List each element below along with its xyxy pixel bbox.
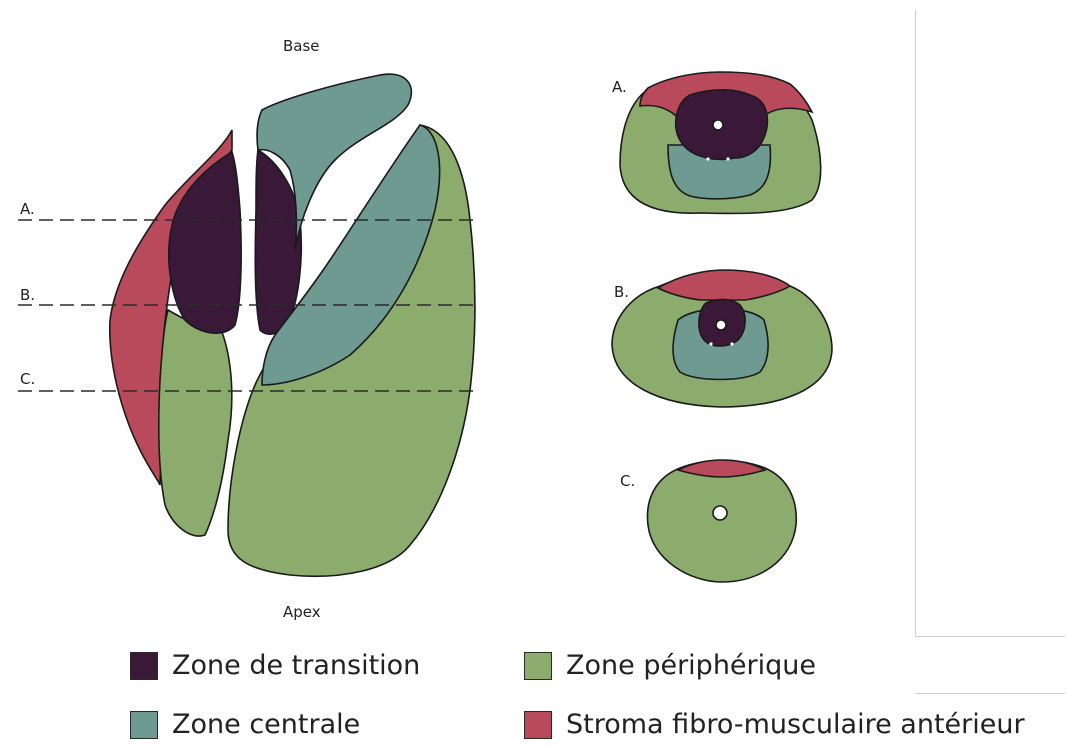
section-b-label: B.	[614, 283, 629, 301]
legend-swatch-centrale	[130, 711, 158, 739]
legend-item-stroma: Stroma fibro-musculaire antérieur	[524, 709, 1025, 740]
cross-section-b	[612, 270, 832, 407]
section-a-duct-right	[726, 157, 729, 160]
section-a-label: A.	[612, 78, 627, 96]
legend-item-centrale: Zone centrale	[130, 709, 360, 740]
section-a-duct-left	[706, 157, 709, 160]
apex-label: Apex	[283, 603, 321, 621]
line-a-label: A.	[20, 200, 35, 218]
legend-label-stroma: Stroma fibro-musculaire antérieur	[566, 709, 1025, 740]
cross-section-c	[647, 460, 796, 582]
base-label: Base	[283, 37, 320, 55]
legend-label-centrale: Zone centrale	[172, 709, 360, 740]
legend-label-transition: Zone de transition	[172, 650, 420, 681]
section-b-urethra	[716, 320, 726, 330]
transition-zone-left	[169, 152, 241, 333]
section-c-peripheral	[647, 461, 796, 583]
section-b-duct-left	[709, 342, 712, 345]
section-c-label: C.	[620, 472, 635, 490]
sagittal-view	[110, 74, 475, 576]
legend-item-peripherique: Zone périphérique	[524, 650, 816, 681]
line-c-label: C.	[20, 370, 35, 388]
legend-swatch-transition	[130, 652, 158, 680]
peripheral-zone-left	[159, 310, 232, 536]
section-a-urethra	[713, 120, 723, 130]
line-b-label: B.	[20, 286, 35, 304]
legend-swatch-stroma	[524, 711, 552, 739]
legend-swatch-peripherique	[524, 652, 552, 680]
section-b-duct-right	[730, 342, 733, 345]
legend-item-transition: Zone de transition	[130, 650, 420, 681]
legend-label-peripherique: Zone périphérique	[566, 650, 816, 681]
cross-section-a	[620, 72, 821, 214]
prostate-zones-diagram: A. B. C. Base Apex A. B. C.	[0, 0, 1067, 640]
section-c-urethra	[713, 506, 727, 520]
right-divider-foot-lower	[915, 693, 1065, 694]
